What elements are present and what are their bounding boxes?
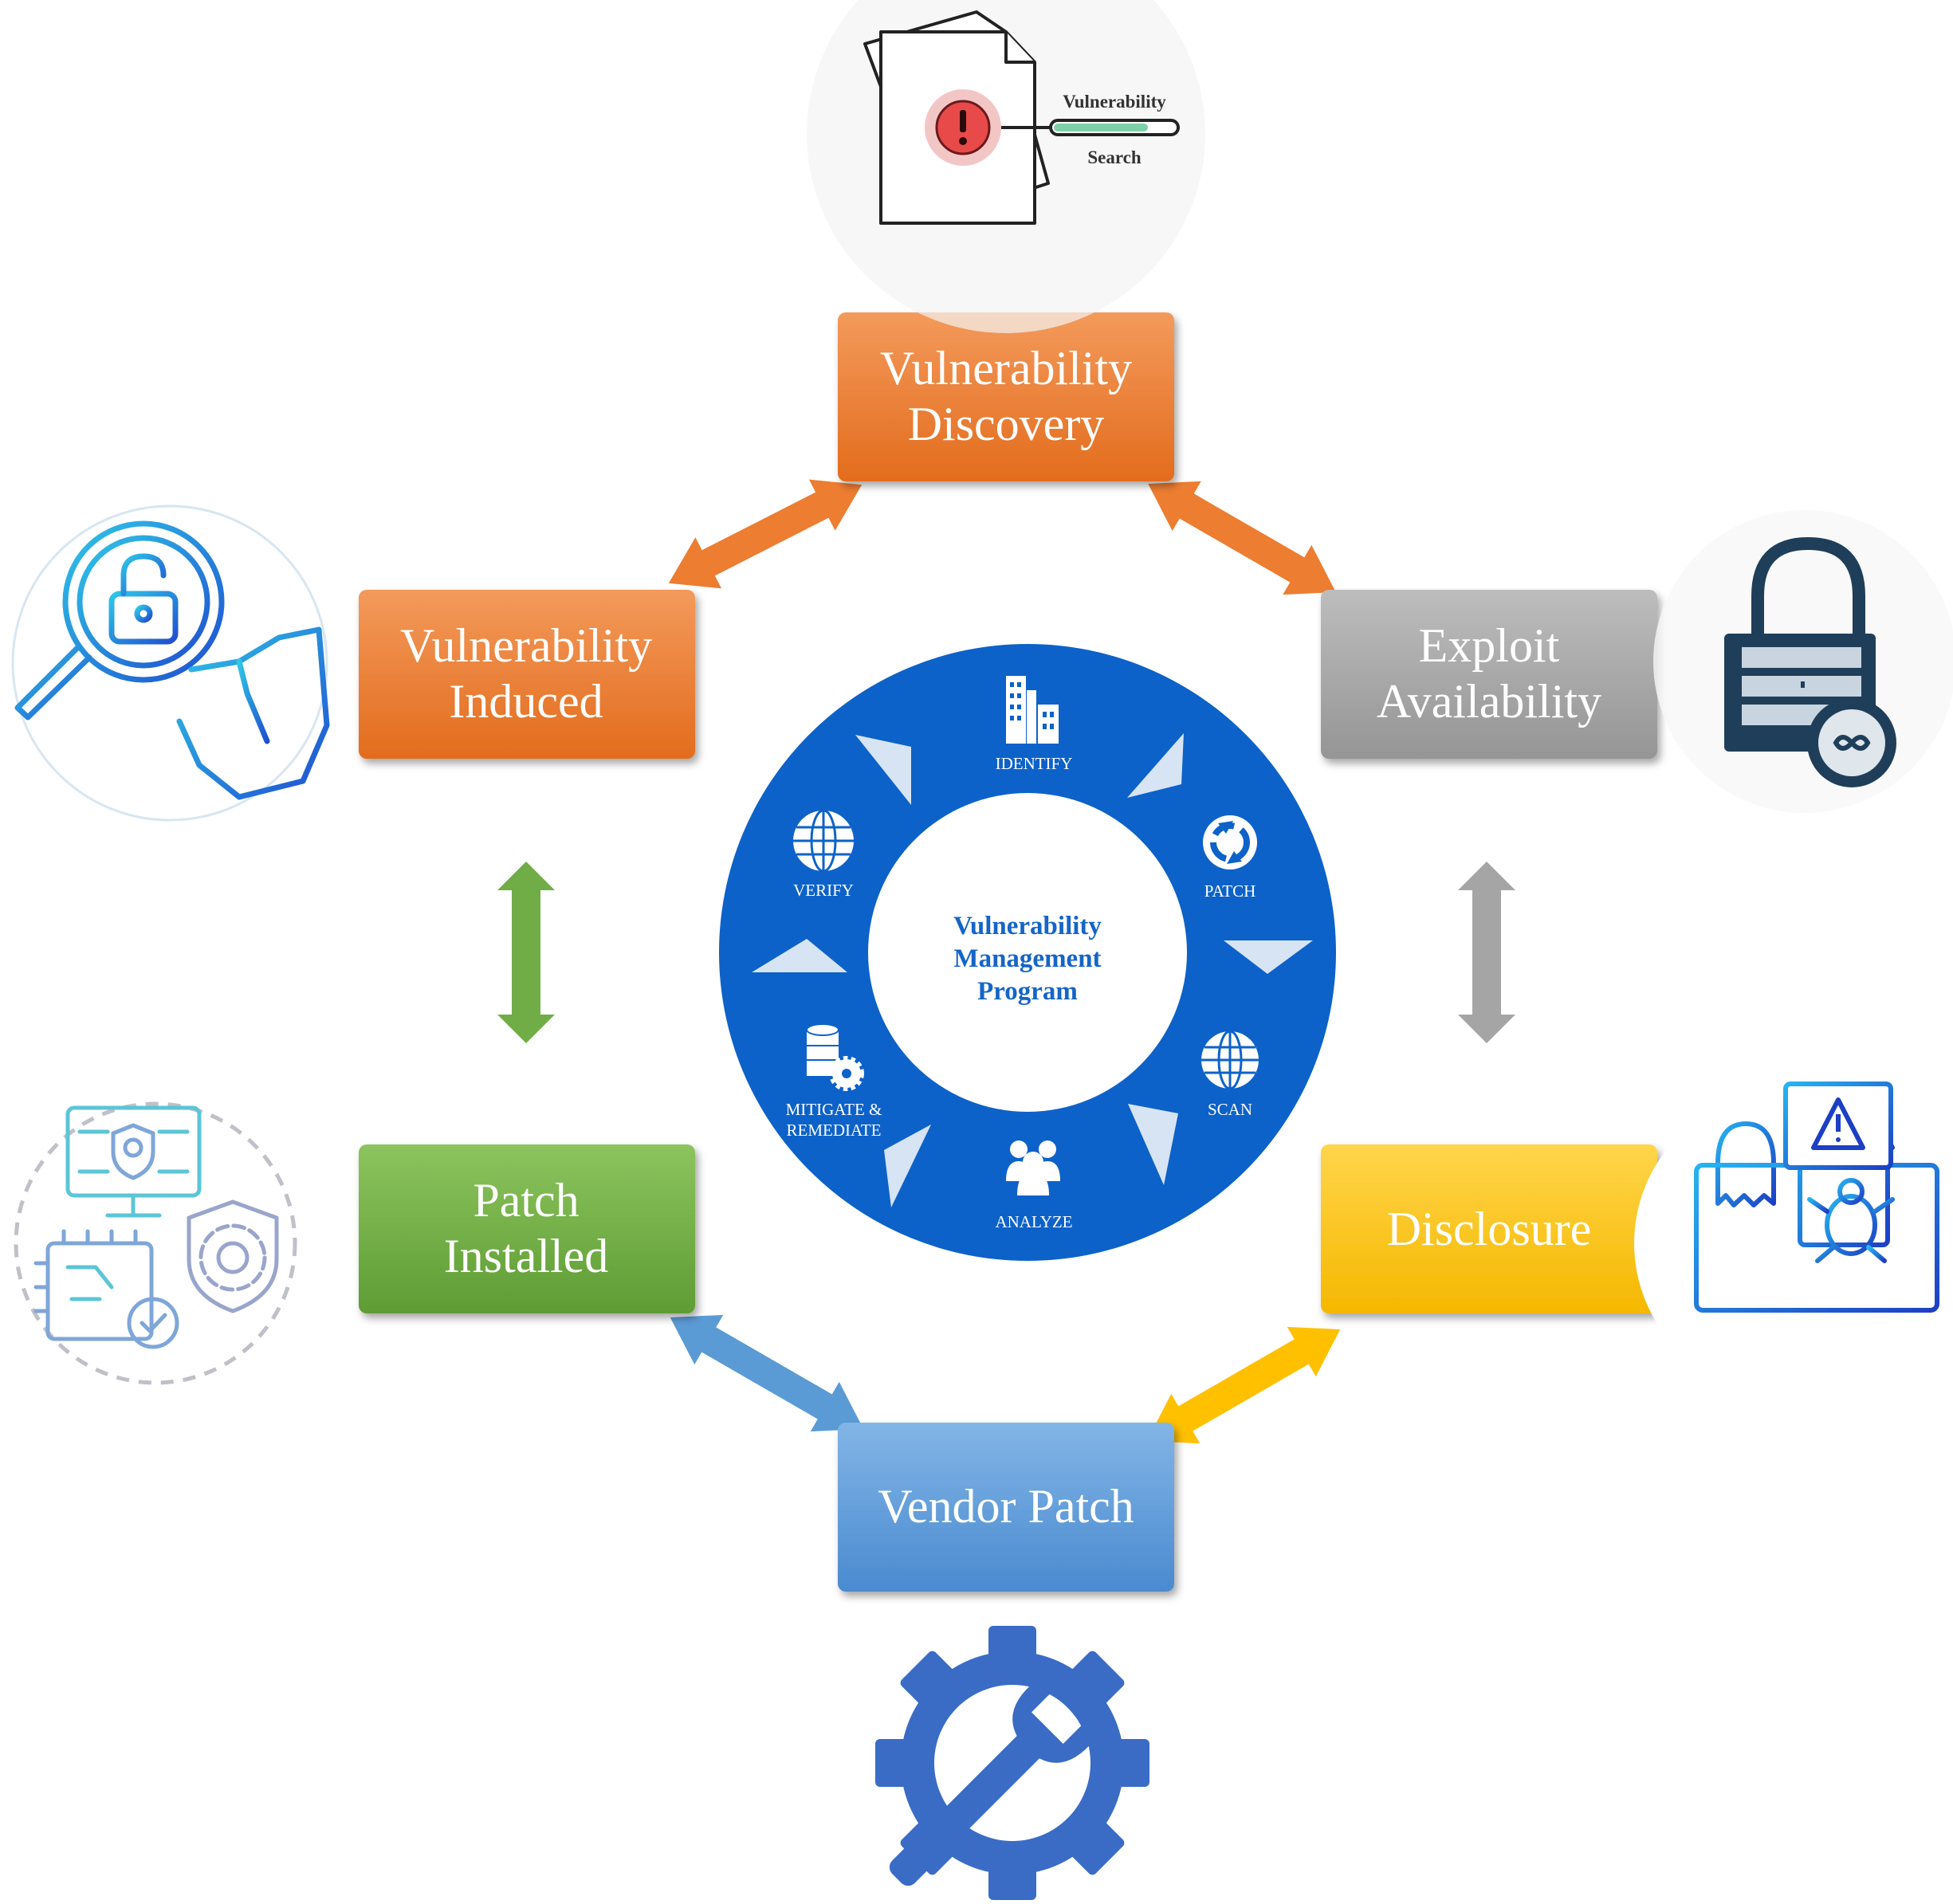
box-discovery-line2: Discovery <box>908 398 1105 450</box>
box-induced-line2: Induced <box>449 675 603 728</box>
wheel-center <box>868 793 1187 1112</box>
box-patch-installed: Patch Installed <box>359 1144 695 1313</box>
arrow-discovery-induced <box>668 479 863 589</box>
gear-wrench-icon <box>875 1626 1149 1900</box>
center-title-line2: Management <box>953 944 1101 973</box>
vulnerability-search-icon: Vulnerability Search <box>807 0 1205 333</box>
step-analyze: ANALYZE <box>995 1212 1072 1231</box>
globe-icon <box>1201 1030 1259 1090</box>
open-lock-icon <box>1653 510 1953 813</box>
arrow-vendor-installed <box>670 1314 864 1432</box>
box-vulnerability-induced: Vulnerability Induced <box>359 590 695 759</box>
step-verify: VERIFY <box>793 881 854 900</box>
step-mitigate-line2: REMEDIATE <box>787 1121 882 1140</box>
globe-icon <box>793 809 854 873</box>
arrow-disclosure-vendor <box>1146 1326 1341 1444</box>
malware-monitor-icon <box>1634 1082 1939 1395</box>
secure-chip-gear-icon <box>14 1101 297 1385</box>
arrow-exploit-disclosure <box>1458 862 1515 1043</box>
refresh-icon <box>1203 815 1257 870</box>
box-vendor-patch: Vendor Patch <box>838 1423 1174 1592</box>
box-installed-line2: Installed <box>444 1230 609 1282</box>
step-identify: IDENTIFY <box>996 754 1073 773</box>
people-icon <box>1006 1140 1060 1195</box>
box-exploit-availability: Exploit Availability <box>1321 590 1657 759</box>
step-scan: SCAN <box>1208 1100 1252 1119</box>
wheel-pointers <box>752 733 1313 1207</box>
search-label-line2: Search <box>1087 147 1142 167</box>
search-label-line1: Vulnerability <box>1063 92 1166 112</box>
box-exploit-line1: Exploit <box>1419 619 1560 672</box>
building-icon <box>1006 676 1059 744</box>
step-patch: PATCH <box>1204 881 1256 901</box>
database-gear-icon <box>806 1023 864 1091</box>
arrow-discovery-exploit <box>1148 481 1336 595</box>
box-discovery-line1: Vulnerability <box>880 342 1132 395</box>
center-title-line1: Vulnerability <box>953 912 1102 940</box>
box-vendor-line1: Vendor Patch <box>878 1480 1134 1533</box>
box-exploit-line2: Availability <box>1377 675 1601 728</box>
box-disclosure-line1: Disclosure <box>1387 1203 1592 1255</box>
magnifier-lock-icon <box>11 504 330 822</box>
box-induced-line1: Vulnerability <box>400 619 652 672</box>
center-title-line3: Program <box>977 977 1078 1006</box>
box-vulnerability-discovery: Vulnerability Discovery <box>838 312 1174 481</box>
step-mitigate-line1: MITIGATE & <box>786 1100 882 1119</box>
box-disclosure: Disclosure <box>1321 1144 1657 1313</box>
arrow-installed-induced <box>497 862 555 1043</box>
vulnerability-management-wheel: Vulnerability Management Program IDENTIF… <box>719 644 1336 1261</box>
box-installed-line1: Patch <box>473 1174 579 1227</box>
